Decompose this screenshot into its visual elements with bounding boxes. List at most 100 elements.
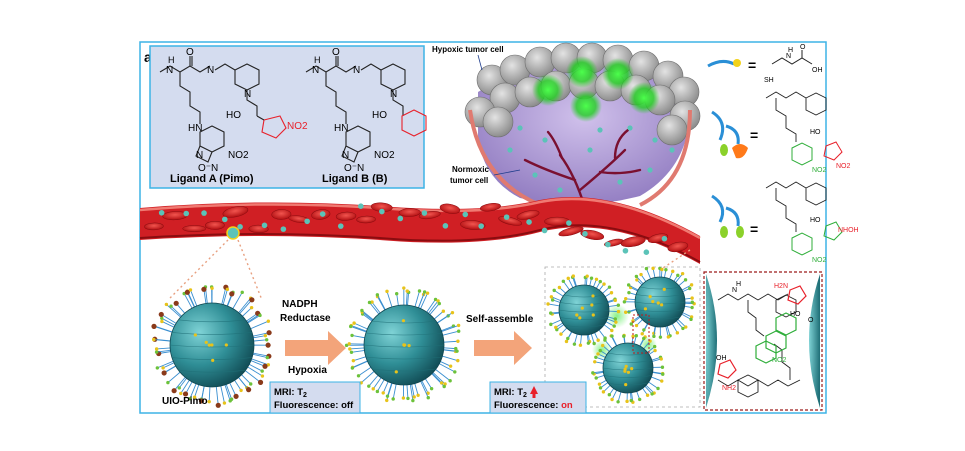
tumor-particle: [532, 172, 538, 178]
red-blood-cell: [271, 209, 292, 220]
red-blood-cell: [356, 215, 376, 224]
svg-text:HO: HO: [372, 110, 387, 121]
ligand-b-structure: [305, 56, 427, 163]
red-blood-cell: [516, 210, 540, 220]
svg-text:N: N: [244, 89, 251, 100]
svg-text:NO2: NO2: [772, 357, 787, 364]
blood-vessel: [139, 196, 701, 264]
info-box-before: MRI: T2 Fluorescence: off: [269, 381, 361, 414]
svg-text:N: N: [166, 65, 173, 76]
svg-text:NO2: NO2: [374, 150, 395, 161]
svg-text:O: O: [186, 47, 194, 58]
normoxic-label-1: Normoxic: [452, 165, 489, 174]
tumor-particle: [647, 167, 653, 173]
red-blood-cell: [182, 225, 207, 233]
circulating-particle: [582, 231, 588, 237]
circulating-particle: [397, 215, 404, 222]
tumor-particle: [557, 187, 563, 193]
circulating-particle: [605, 241, 611, 248]
tumor-particle: [597, 127, 603, 133]
circulating-particle: [566, 220, 572, 226]
svg-text:NO2: NO2: [812, 167, 827, 174]
svg-text:N: N: [312, 65, 319, 76]
svg-text:O⁻N: O⁻N: [198, 163, 218, 174]
nanoparticle-reduced: [344, 286, 461, 403]
arrow-reduction: [285, 331, 346, 365]
red-blood-cell: [144, 222, 164, 231]
svg-text:HO: HO: [810, 217, 821, 224]
circulating-particle: [319, 211, 326, 217]
circulating-particle: [503, 214, 510, 220]
ligand-b-atoms: O H N N N HO HN N O⁻N NO2: [312, 47, 397, 174]
legend-item-1: = SH O OH H N: [707, 44, 823, 84]
circulating-particle: [622, 247, 629, 254]
arrow2-label: Self-assemble: [466, 314, 534, 325]
svg-text:OH: OH: [812, 67, 823, 74]
normoxic-pointer: [493, 169, 521, 176]
svg-text:NO2: NO2: [228, 150, 249, 161]
svg-text:SH: SH: [764, 77, 774, 84]
ligand-a-name: Ligand A (Pimo): [170, 173, 254, 185]
normoxic-label-2: tumor cell: [450, 176, 488, 185]
legend-item-2: = HO NO2 NO2: [711, 91, 851, 174]
svg-text:=: =: [748, 57, 756, 73]
svg-text:NO2: NO2: [836, 163, 851, 170]
svg-text:H2N: H2N: [774, 283, 788, 290]
svg-text:MRI: T2: MRI: T2: [274, 387, 307, 399]
red-blood-cell: [620, 236, 646, 248]
fluorescent-cell: [602, 58, 634, 90]
red-blood-cell: [335, 211, 357, 221]
hypoxic-cell: [482, 106, 514, 138]
red-blood-cell: [222, 206, 249, 218]
circulating-particle: [221, 216, 228, 223]
svg-text:HO: HO: [226, 110, 241, 121]
hypoxic-pointer: [477, 54, 483, 71]
svg-text:N: N: [786, 53, 791, 60]
red-blood-cell: [439, 203, 461, 214]
increase-arrow-icon: [530, 386, 538, 398]
hypoxic-label: Hypoxic tumor cell: [432, 45, 504, 54]
svg-text:HO: HO: [810, 129, 821, 136]
self-assembled-cluster: [544, 266, 701, 408]
svg-text:Fluorescence: on: Fluorescence: on: [494, 400, 573, 411]
ligand-legend: = SH O OH H N = HO NO2 NO2: [707, 44, 859, 264]
hypoxic-cell: [656, 114, 688, 146]
uio-pimo-label: UIO-Pimo: [162, 396, 208, 407]
svg-text:N: N: [353, 65, 360, 76]
crosslink-zoom-panel: H2N NH2 NO2 HO OH O N H: [703, 271, 823, 411]
circulating-particle: [358, 203, 364, 209]
svg-text:H: H: [736, 281, 741, 288]
circulating-particle: [541, 227, 548, 234]
svg-text:O: O: [800, 44, 806, 51]
red-blood-cell: [667, 241, 689, 253]
tumor-vasculature: [523, 128, 642, 210]
svg-text:N: N: [196, 150, 203, 161]
svg-text:NHOH: NHOH: [838, 227, 859, 234]
nanoparticle-uio-pimo: [151, 284, 272, 408]
ligand-panel: O H N N N HO HN N O⁻N NO2 NO2 Ligand A (…: [149, 45, 427, 189]
svg-text:N: N: [207, 65, 214, 76]
circulating-particle: [462, 211, 469, 218]
red-blood-cell: [204, 220, 225, 230]
svg-text:O⁻N: O⁻N: [344, 163, 364, 174]
fluorescent-cell: [570, 90, 602, 122]
red-blood-cell: [544, 216, 570, 226]
svg-text:H: H: [168, 55, 175, 65]
circulating-particle: [478, 223, 485, 229]
tumor-illustration: [464, 42, 701, 210]
circulating-particle: [643, 249, 650, 256]
svg-text:O: O: [332, 47, 340, 58]
fluorescent-cell: [532, 74, 564, 106]
circulating-particle: [158, 210, 165, 216]
tumor-particle: [627, 125, 633, 131]
circulating-particle: [183, 210, 190, 217]
svg-text:Fluorescence: off: Fluorescence: off: [274, 400, 354, 411]
ligand-a-atoms: O H N N N HO HN N O⁻N NO2 NO2: [166, 47, 308, 174]
tumor-particle: [517, 125, 523, 131]
arrow-self-assemble: [474, 331, 532, 365]
red-blood-cell: [498, 216, 523, 226]
circulating-particle: [261, 222, 268, 229]
svg-text:N: N: [342, 150, 349, 161]
tumor-particle: [652, 137, 658, 143]
